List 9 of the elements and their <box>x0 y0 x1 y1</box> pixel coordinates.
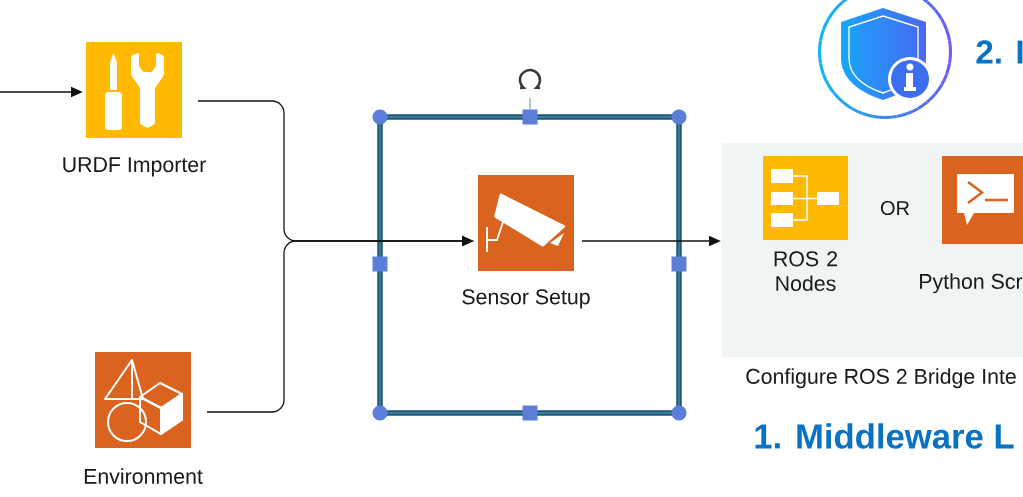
text-label: OR <box>880 200 910 216</box>
node-label: URDF Importer <box>63 157 206 177</box>
heading: 2. I <box>976 40 1023 64</box>
node-label: Python Scr <box>920 273 1023 294</box>
node-label: Sensor Setup <box>462 289 590 309</box>
node-label: ROS 2 Nodes <box>774 251 838 292</box>
heading: 1. Middleware L <box>755 423 1014 449</box>
panel-caption: Configure ROS 2 Bridge Inte <box>746 368 1016 389</box>
node-label: Environment <box>84 468 203 484</box>
